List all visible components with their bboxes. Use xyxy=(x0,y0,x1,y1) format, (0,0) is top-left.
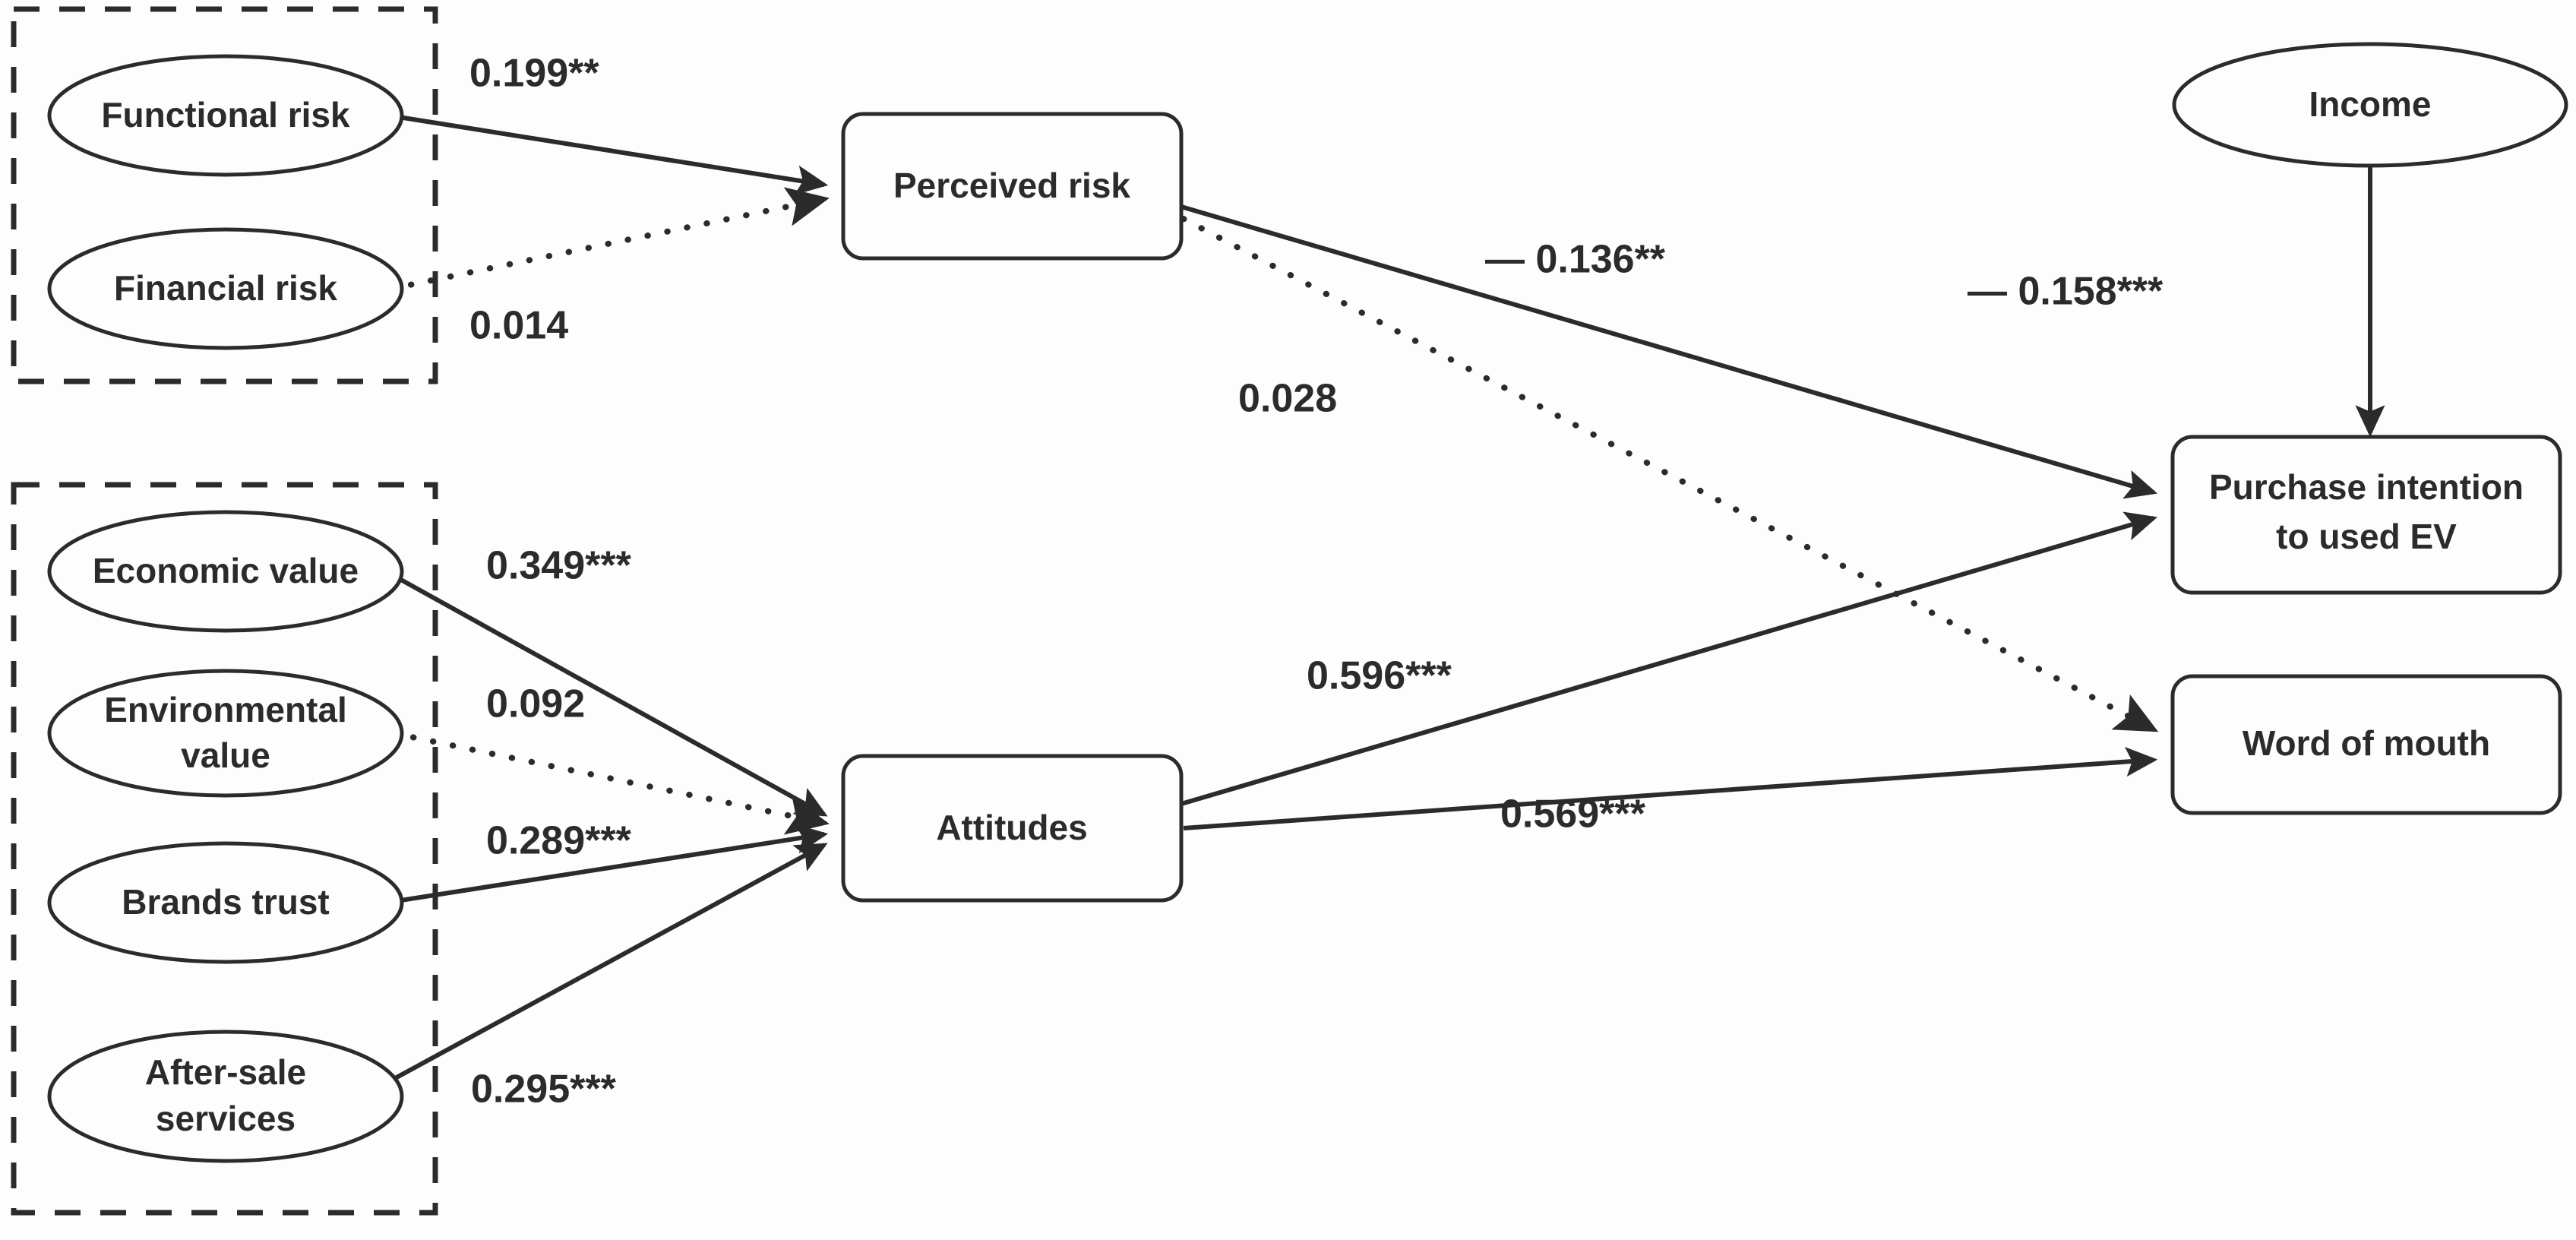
coef-perceived-risk-to-word-of-mouth: 0.028 xyxy=(1238,377,1337,421)
coef-functional-risk-to-perceived-risk: 0.199** xyxy=(469,52,599,96)
economic-value-ellipse xyxy=(47,510,404,633)
attitudes-label: Attitudes xyxy=(936,808,1087,847)
coef-income-to-purchase-intention: — 0.158*** xyxy=(1968,270,2164,314)
path-perceived-risk-to-word-of-mouth xyxy=(1181,216,2159,732)
node-brands-trust[interactable]: Brands trust xyxy=(47,841,404,964)
node-functional-risk[interactable]: Functional risk xyxy=(47,54,404,177)
node-economic-value[interactable]: Economic value xyxy=(47,510,404,633)
path-attitudes-to-word-of-mouth xyxy=(1183,747,2158,830)
path-functional-risk-to-perceived-risk xyxy=(388,113,829,195)
environmental-value-label-line2: value xyxy=(181,735,270,775)
perceived-risk-box xyxy=(841,112,1184,261)
coef-financial-risk-to-perceived-risk: 0.014 xyxy=(469,304,568,348)
income-label: Income xyxy=(2309,84,2431,124)
brands-trust-label: Brands trust xyxy=(122,882,329,922)
node-income[interactable]: Income xyxy=(2172,42,2568,168)
coef-after-sale-services-to-attitudes: 0.295*** xyxy=(471,1068,617,1112)
coef-attitudes-to-word-of-mouth: 0.569*** xyxy=(1500,792,1646,837)
functional-risk-ellipse xyxy=(47,54,404,177)
coef-brands-trust-to-attitudes: 0.289*** xyxy=(486,819,632,863)
node-attitudes[interactable]: Attitudes xyxy=(841,754,1184,903)
node-after-sale-services[interactable]: After-sale services xyxy=(47,1030,404,1163)
perceived-risk-label: Perceived risk xyxy=(893,166,1130,205)
environmental-value-label-line1: Environmental xyxy=(104,690,347,729)
purchase-intention-label-line2: to used EV xyxy=(2276,517,2457,556)
environmental-value-ellipse xyxy=(47,669,404,798)
income-ellipse xyxy=(2172,42,2568,168)
financial-risk-label: Financial risk xyxy=(114,268,337,308)
node-environmental-value[interactable]: Environmental value xyxy=(47,669,404,798)
path-economic-value-to-attitudes xyxy=(384,569,828,817)
path-brands-trust-to-attitudes xyxy=(385,824,829,905)
coef-economic-value-to-attitudes: 0.349*** xyxy=(486,544,632,588)
coef-environmental-value-to-attitudes: 0.092 xyxy=(486,682,585,726)
attitudes-box xyxy=(841,754,1184,903)
path-financial-risk-to-perceived-risk xyxy=(388,187,830,292)
coef-perceived-risk-to-purchase-intention: — 0.136** xyxy=(1485,238,1666,282)
after-sale-services-label-line1: After-sale xyxy=(145,1052,306,1092)
coef-attitudes-to-purchase-intention: 0.596*** xyxy=(1307,654,1452,698)
node-perceived-risk[interactable]: Perceived risk xyxy=(841,112,1184,261)
path-perceived-risk-to-purchase-intention xyxy=(1181,204,2158,499)
word-of-mouth-box xyxy=(2170,674,2562,815)
functional-risk-label: Functional risk xyxy=(101,95,350,134)
node-financial-risk[interactable]: Financial risk xyxy=(47,227,404,350)
purchase-intention-label-line1: Purchase intention xyxy=(2209,467,2524,507)
purchase-intention-box xyxy=(2170,435,2562,595)
risk-group-box xyxy=(11,6,438,384)
after-sale-services-label-line2: services xyxy=(156,1099,296,1138)
brands-trust-ellipse xyxy=(47,841,404,964)
path-after-sale-services-to-attitudes xyxy=(378,843,828,1089)
node-word-of-mouth[interactable]: Word of mouth xyxy=(2170,674,2562,815)
after-sale-services-ellipse xyxy=(47,1030,404,1163)
path-environmental-value-to-attitudes xyxy=(390,730,830,835)
economic-value-label: Economic value xyxy=(93,551,359,590)
path-attitudes-to-purchase-intention xyxy=(1181,511,2158,806)
node-purchase-intention[interactable]: Purchase intention to used EV xyxy=(2170,435,2562,595)
financial-risk-ellipse xyxy=(47,227,404,350)
word-of-mouth-label: Word of mouth xyxy=(2243,723,2490,763)
value-group-box xyxy=(11,482,438,1216)
